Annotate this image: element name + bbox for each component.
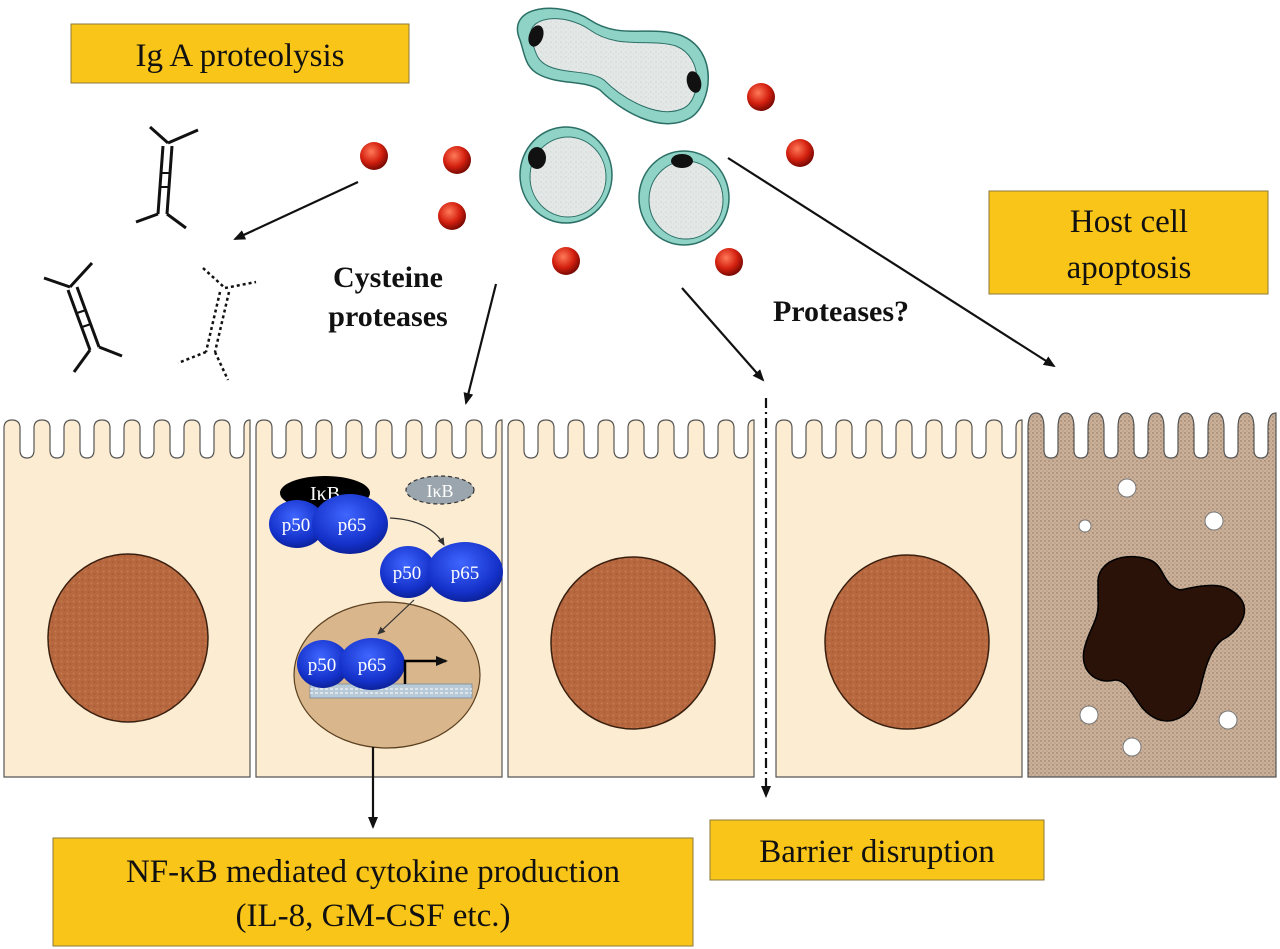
p50-label: p50 <box>308 655 337 676</box>
translocation-arrow <box>389 517 445 546</box>
barrier-disruption-label: Barrier disruption <box>759 834 995 870</box>
p50-label: p50 <box>282 515 311 536</box>
nuclear-entry-arrow <box>377 599 415 635</box>
protease-dot <box>786 139 814 167</box>
p65-label: p65 <box>358 655 387 676</box>
apoptosis-label: apoptosis <box>1067 250 1192 286</box>
nfkb-nuclear-complex: p50 p65 <box>297 638 405 690</box>
apoptosis-arrow <box>727 157 1056 368</box>
proteases-question-label: Proteases? <box>773 295 909 328</box>
nucleus-cell-1 <box>47 553 209 723</box>
nucleus-cell-4 <box>824 554 990 730</box>
dividing-parasite <box>516 7 709 125</box>
iga-proteolysis-label: Ig A proteolysis <box>135 38 344 74</box>
parasite-nucleus-icon <box>528 147 546 169</box>
proteases-label: proteases <box>328 300 447 333</box>
host-cell-apoptosis-box: Host cell apoptosis <box>988 190 1269 295</box>
parasite-nucleus-icon <box>528 25 544 47</box>
fragmented-nucleus <box>1082 555 1246 722</box>
nfkb-cytokine-label: NF-κB mediated cytokine production <box>126 854 620 890</box>
protease-dot <box>747 83 775 111</box>
parasite-nucleus-icon <box>671 154 693 168</box>
protease-dot <box>715 248 743 276</box>
iga-arrow <box>233 181 359 240</box>
parasite-right <box>638 150 730 246</box>
intact-iga-icon <box>135 125 199 230</box>
cysteine-label: Cysteine <box>333 261 443 294</box>
p65-label: p65 <box>451 563 480 584</box>
barrier-disruption-box: Barrier disruption <box>709 819 1045 881</box>
protease-dot <box>360 142 388 170</box>
parasite-nucleus-icon <box>686 71 702 93</box>
nfkb-cytoplasm-complex: p50 p65 <box>269 494 388 554</box>
apoptotic-vacuoles <box>1078 478 1238 757</box>
nucleus-cell-3 <box>550 556 716 730</box>
cysteine-protease-arrow <box>463 283 498 405</box>
p50-label: p50 <box>393 563 422 584</box>
host-cell-label: Host cell <box>1070 204 1188 240</box>
proteases-question-arrow <box>681 287 765 382</box>
nfkb-free-complex: p50 p65 <box>380 542 503 602</box>
dna-icon <box>309 683 473 699</box>
protease-dots <box>360 83 814 276</box>
protease-dot <box>443 146 471 174</box>
degraded-iga-icon <box>177 267 257 381</box>
parasite-left <box>519 126 613 224</box>
ikb-released <box>405 475 475 505</box>
protease-dot <box>552 247 580 275</box>
p65-label: p65 <box>338 515 367 536</box>
cytokine-examples-label: (IL-8, GM-CSF etc.) <box>236 898 511 934</box>
transcription-start-icon <box>403 656 448 684</box>
protease-dot <box>438 202 466 230</box>
iga-proteolysis-box: Ig A proteolysis <box>70 23 410 84</box>
ikb-released-label: IκB <box>426 481 453 501</box>
nfkb-cytokine-box: NF-κB mediated cytokine production (IL-8… <box>52 837 694 947</box>
cleaved-iga-icon <box>43 261 123 373</box>
